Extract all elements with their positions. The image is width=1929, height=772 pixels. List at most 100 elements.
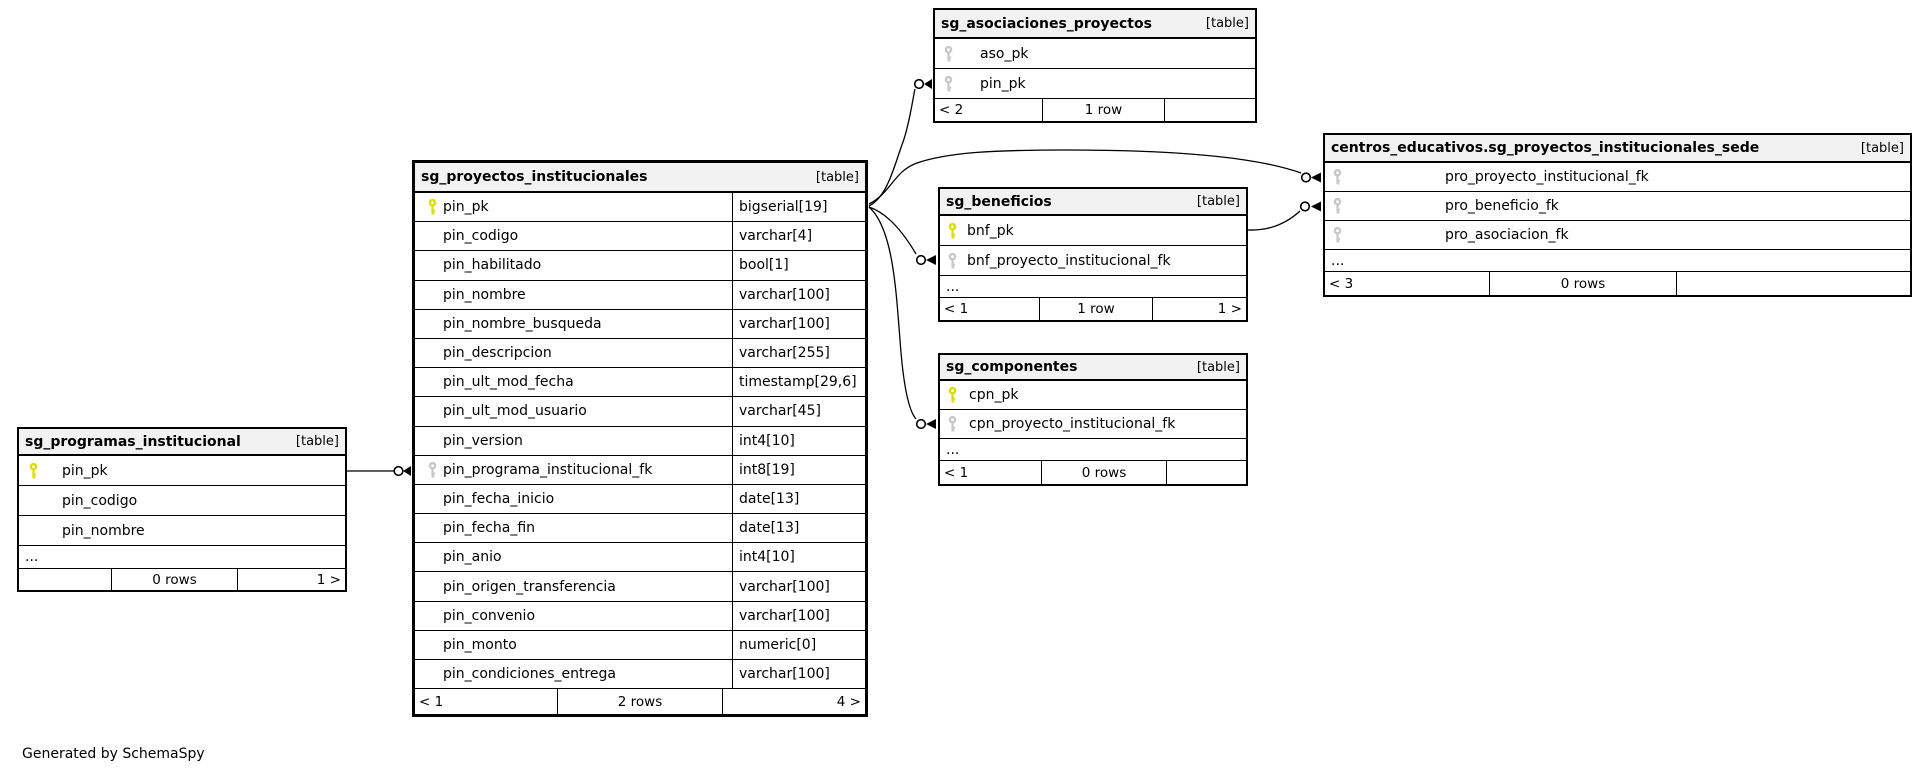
footer-parent-count: < 1 <box>940 298 1040 320</box>
relationship-line <box>1247 210 1301 231</box>
footer-parent-count: < 2 <box>935 99 1043 121</box>
relationship-arrow-icon <box>1311 172 1321 183</box>
ellipsis-text: ... <box>946 441 960 458</box>
more-columns-row: ... <box>1325 250 1910 272</box>
column-row: bnf_pk <box>940 216 1246 246</box>
column-type: timestamp[29,6] <box>732 368 865 397</box>
relationship-dot-icon <box>913 78 925 90</box>
table-tag: [table] <box>815 169 859 185</box>
table-title[interactable]: sg_programas_institucional <box>25 433 241 450</box>
table-footer: 0 rows 1 > <box>19 569 345 590</box>
relationship-arrow-icon <box>924 79 932 89</box>
table-header[interactable]: sg_proyectos_institucionales [table] <box>415 163 865 193</box>
column-name: pin_version <box>443 432 523 449</box>
column-row: pin_programa_institucional_fk int8[19] <box>415 455 865 485</box>
generated-by-text: Generated by SchemaSpy <box>22 746 205 762</box>
more-columns-row: ... <box>940 439 1246 461</box>
column-row: pin_pk <box>935 69 1255 99</box>
column-name: pin_anio <box>443 549 502 566</box>
column-name: pin_convenio <box>443 607 536 624</box>
footer-child-count: 4 > <box>836 693 861 710</box>
relationship-line <box>868 206 917 255</box>
table-header[interactable]: sg_componentes [table] <box>940 355 1246 381</box>
footer-parent-count: < 1 <box>940 461 1042 484</box>
table-tag: [table] <box>1196 359 1240 375</box>
column-row: pin_codigo <box>19 486 345 516</box>
column-type: int8[19] <box>732 455 865 484</box>
column-name: pin_pk <box>443 199 489 216</box>
foreign-key-icon <box>947 415 959 433</box>
footer-child-count: 1 > <box>316 571 341 588</box>
column-name: pin_pk <box>62 462 108 479</box>
more-columns-row: ... <box>19 546 345 569</box>
column-name: pin_condiciones_entrega <box>443 666 616 683</box>
column-name: pro_beneficio_fk <box>1445 198 1559 214</box>
column-row: cpn_pk <box>940 381 1246 410</box>
footer-child-count: 1 > <box>1217 301 1242 317</box>
table-title[interactable]: sg_componentes <box>946 359 1078 375</box>
footer-row-count: 1 row <box>1040 298 1153 320</box>
table-sg_programas_institucional: sg_programas_institucional [table] pin_p… <box>17 427 347 592</box>
table-header[interactable]: centros_educativos.sg_proyectos_instituc… <box>1325 135 1910 163</box>
column-name: pin_nombre <box>62 522 145 539</box>
relationship-arrow-icon <box>1311 201 1321 212</box>
table-title[interactable]: sg_proyectos_institucionales <box>421 169 648 185</box>
table-title[interactable]: sg_beneficios <box>946 193 1052 210</box>
column-name: pin_origen_transferencia <box>443 578 616 595</box>
column-type: varchar[45] <box>732 397 865 426</box>
column-row: pro_proyecto_institucional_fk <box>1325 163 1910 192</box>
foreign-key-icon <box>1332 168 1344 186</box>
table-title[interactable]: sg_asociaciones_proyectos <box>941 15 1152 32</box>
table-sg_asociaciones_proyectos: sg_asociaciones_proyectos [table] aso_pk… <box>933 8 1257 123</box>
footer-child-count <box>1165 99 1255 121</box>
table-tag: [table] <box>1205 16 1249 31</box>
foreign-key-icon <box>947 252 959 269</box>
column-name: pin_programa_institucional_fk <box>443 461 653 478</box>
column-type: varchar[255] <box>732 338 865 368</box>
column-type: varchar[100] <box>732 280 865 309</box>
column-name: pin_codigo <box>62 492 138 509</box>
column-type: varchar[4] <box>732 222 865 251</box>
relationship-dot-icon <box>1299 201 1311 212</box>
column-row: bnf_proyecto_institucional_fk <box>940 246 1246 276</box>
column-type: varchar[100] <box>732 309 865 338</box>
more-columns-row: ... <box>940 276 1246 298</box>
column-type: bool[1] <box>732 251 865 280</box>
table-tag: [table] <box>1860 140 1904 156</box>
column-name: pin_nombre <box>443 286 526 303</box>
relationship-dot-icon <box>393 465 404 477</box>
table-sg_proyectos_institucionales: sg_proyectos_institucionales [table] pin… <box>412 160 868 718</box>
footer-row-count: 2 rows <box>558 689 723 715</box>
ellipsis-text: ... <box>1331 252 1345 269</box>
relationship-arrow-icon <box>403 466 411 476</box>
table-header[interactable]: sg_beneficios [table] <box>940 189 1246 216</box>
column-list: pro_proyecto_institucional_fk pro_benefic… <box>1325 163 1910 272</box>
column-type: int4[10] <box>732 543 865 572</box>
table-title[interactable]: centros_educativos.sg_proyectos_instituc… <box>1331 140 1760 156</box>
relationship-line <box>868 149 1302 205</box>
table-header[interactable]: sg_programas_institucional [table] <box>19 429 345 456</box>
column-name: pin_pk <box>980 75 1026 92</box>
footer-parent-count <box>19 569 112 590</box>
primary-key-icon <box>28 462 40 479</box>
table-tag: [table] <box>1196 194 1240 209</box>
relationship-dot-icon <box>1300 172 1312 183</box>
foreign-key-icon <box>943 45 955 62</box>
foreign-key-icon <box>1332 197 1344 215</box>
table-header[interactable]: sg_asociaciones_proyectos [table] <box>935 10 1255 39</box>
column-row: pin_pk <box>19 456 345 486</box>
column-type: bigserial[19] <box>732 193 865 222</box>
table-footer: < 1 0 rows <box>940 461 1246 484</box>
column-type: numeric[0] <box>732 630 865 659</box>
